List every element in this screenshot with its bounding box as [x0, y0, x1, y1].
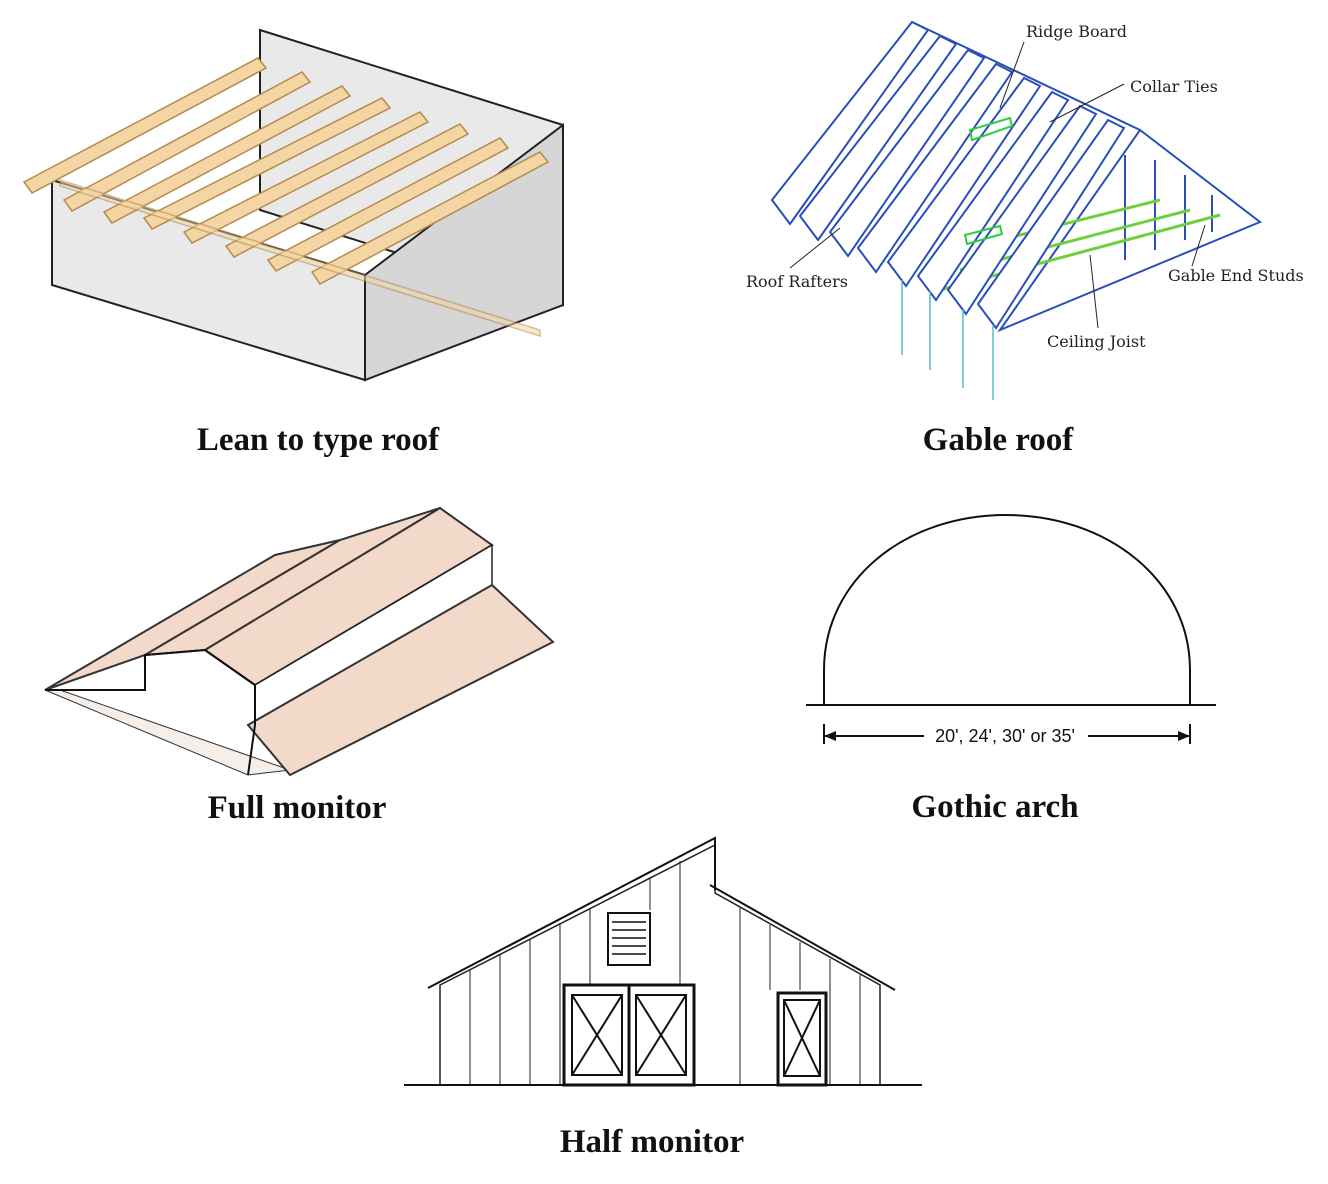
half-monitor-vent	[607, 912, 651, 966]
gable-caption: Gable roof	[923, 422, 1075, 458]
ceiling-joist-label: Ceiling Joist	[1047, 332, 1146, 351]
collar-ties-label: Collar Ties	[1130, 77, 1218, 96]
gable-roof-framing-illustration	[770, 20, 1262, 400]
half-monitor-side-door	[776, 991, 828, 1087]
half-monitor-main-doors	[562, 983, 696, 1087]
half-monitor-illustration	[404, 836, 922, 1087]
gothic-arch-illustration	[806, 513, 1216, 744]
gable-end-studs	[1124, 155, 1213, 260]
full-monitor-caption: Full monitor	[208, 790, 387, 826]
gothic-arch-dimension: 20', 24', 30' or 35'	[935, 726, 1075, 746]
collar-ties	[963, 116, 1014, 246]
lean-to-purlin	[59, 178, 541, 338]
half-monitor-roof-right	[709, 884, 896, 991]
gable-callout-leaders	[789, 41, 1206, 329]
roof-rafters-label: Roof Rafters	[746, 272, 848, 291]
full-monitor-lower-roof-right	[246, 583, 555, 777]
lean-to-rafters	[22, 57, 550, 285]
lean-to-roof-illustration	[22, 28, 564, 382]
lean-to-caption: Lean to type roof	[197, 422, 440, 458]
ridge-board-label: Ridge Board	[1026, 22, 1127, 41]
half-monitor-roof-left	[427, 836, 716, 989]
full-monitor-illustration	[44, 506, 555, 777]
gable-end-studs-label: Gable End Studs	[1168, 266, 1304, 285]
gable-end-frame	[997, 128, 1262, 333]
half-monitor-siding	[469, 861, 861, 1085]
full-monitor-end-profile	[45, 648, 256, 776]
half-monitor-caption: Half monitor	[560, 1124, 744, 1160]
gothic-arch-profile	[823, 513, 1191, 705]
wall-studs	[901, 280, 994, 400]
roof-rafters	[770, 20, 1126, 330]
gothic-arch-caption: Gothic arch	[911, 789, 1078, 825]
